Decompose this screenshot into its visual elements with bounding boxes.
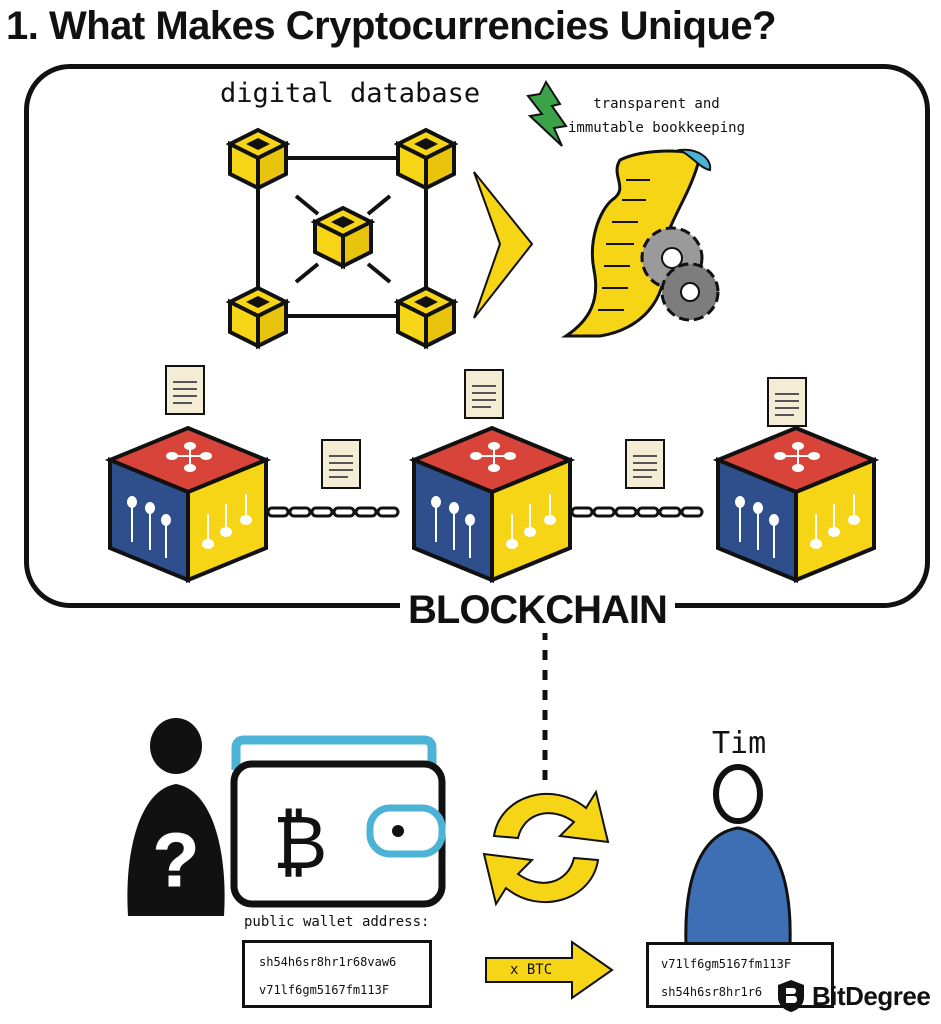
ledger-label-line1: transparent and (593, 96, 720, 112)
ledger-label-line2: immutable bookkeeping (568, 120, 746, 136)
recipient-address-line1: v71lf6gm5167fm113F (661, 957, 792, 971)
ledger-label: transparent and immutable bookkeeping (568, 92, 745, 140)
brand-name: BitDegree (812, 980, 931, 1011)
wallet-icon: ₿ (230, 735, 446, 908)
block-2 (412, 426, 572, 582)
sync-icon (482, 789, 610, 907)
arrow-chevron-icon (473, 171, 534, 319)
sender-address-box: sh54h6sr8hr1r68vaw6 v71lf6gm5167fm113F (242, 940, 432, 1008)
chain-links (266, 506, 704, 518)
recipient-name: Tim (712, 726, 767, 761)
page-title: 1. What Makes Cryptocurrencies Unique? (6, 4, 777, 48)
document-icon (625, 439, 665, 489)
document-icon (321, 439, 361, 489)
svg-text:₿: ₿ (273, 800, 328, 886)
gears-icon (640, 226, 720, 322)
blockchain-label: BLOCKCHAIN (400, 588, 675, 633)
block-3 (716, 426, 876, 582)
anonymous-user-icon: ? (127, 718, 225, 916)
public-wallet-label: public wallet address: (244, 914, 430, 930)
transfer-arrow-icon (485, 940, 614, 1000)
sender-address-line1: sh54h6sr8hr1r68vaw6 (259, 955, 397, 969)
recipient-address-line2: sh54h6sr8hr1r6 (661, 985, 763, 999)
tim-person-icon (684, 764, 792, 946)
bitdegree-logo: BitDegree (776, 976, 931, 1016)
document-icon (464, 369, 504, 419)
sender-address-line2: v71lf6gm5167fm113F (259, 983, 390, 997)
document-icon (767, 377, 807, 427)
document-icon (165, 365, 205, 415)
ledger-scroll-icon (561, 148, 712, 338)
digital-database-label: digital database (220, 78, 481, 109)
bitdegree-shield-icon (778, 980, 804, 1012)
transfer-label: x BTC (510, 962, 553, 978)
svg-text:?: ? (153, 818, 199, 903)
block-1 (108, 426, 268, 582)
lightning-icon (526, 79, 568, 147)
database-network (228, 128, 456, 348)
